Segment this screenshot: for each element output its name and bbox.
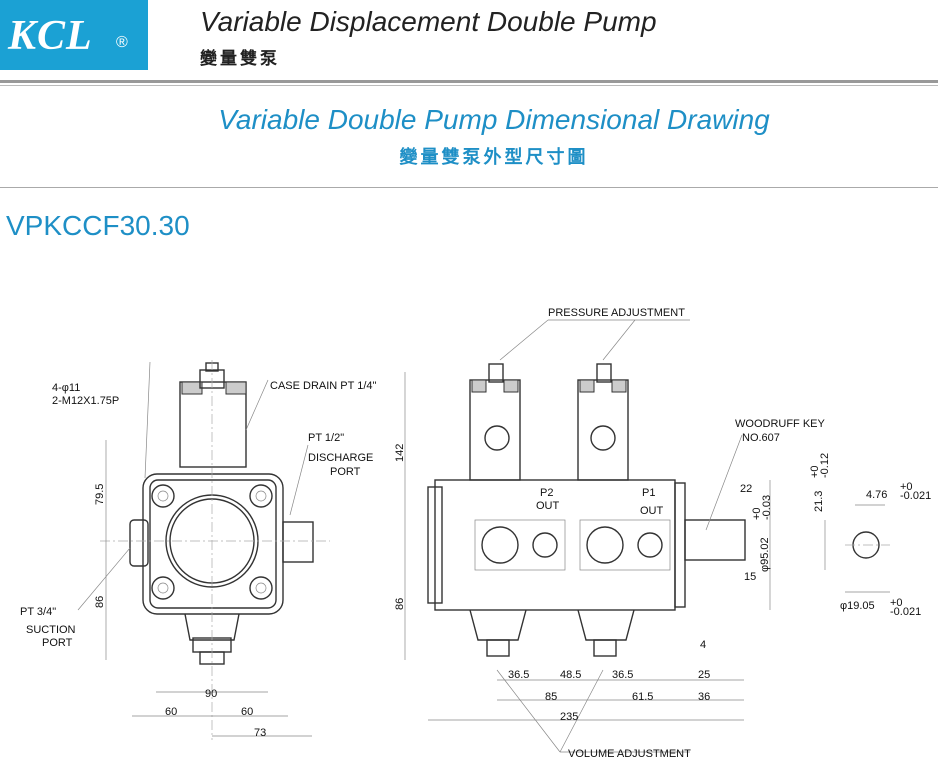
logo-text: KCL [8, 13, 93, 59]
dim-61-5: 61.5 [632, 691, 653, 703]
dim-86: 86 [94, 596, 106, 608]
dim-90: 90 [205, 688, 217, 700]
label-woodruff-no: NO.607 [742, 432, 780, 444]
registered-mark: ® [116, 34, 128, 51]
header-subtitle: 變量雙泵 [200, 49, 280, 69]
label-p1: P1 [642, 487, 655, 499]
dim-48-5: 48.5 [560, 669, 581, 681]
dim-60-left: 60 [165, 706, 177, 718]
divider [0, 187, 938, 188]
side-view: PRESSURE ADJUSTMENT P2 OUT P1 OUT WOODRU… [394, 307, 825, 760]
label-pressure-adjustment: PRESSURE ADJUSTMENT [548, 307, 685, 319]
dim-60-right: 60 [241, 706, 253, 718]
label-suction-port: PORT [42, 637, 73, 649]
label-p2-out: OUT [536, 500, 560, 512]
tol-21-plus: +0 [809, 465, 821, 478]
label-woodruff-key: WOODRUFF KEY [735, 418, 825, 430]
divider [0, 85, 938, 86]
label-suction-size: PT 3/4" [20, 606, 56, 618]
label-discharge: DISCHARGE [308, 452, 373, 464]
dim-142: 142 [394, 444, 406, 462]
dim-85: 85 [545, 691, 557, 703]
dim-86-side: 86 [394, 598, 406, 610]
label-case-drain: CASE DRAIN PT 1/4" [270, 380, 376, 392]
label-volume-adjustment: VOLUME ADJUSTMENT [568, 748, 691, 760]
shaft-section-view: 21.3 +0 -0.12 4.76 +0 -0.021 φ19.05 +0 -… [809, 453, 931, 618]
label-discharge-port: PORT [330, 466, 361, 478]
dim-dia-95-02: φ95.02 [759, 537, 771, 572]
label-discharge-size: PT 1/2" [308, 432, 344, 444]
dim-shaft-dia: φ19.05 [840, 600, 875, 612]
tol-key-plus: +0 [900, 481, 913, 493]
kcl-logo: KCL ® [0, 0, 148, 70]
dim-15: 15 [744, 571, 756, 583]
dim-4: 4 [700, 639, 706, 651]
tol-dia-plus: +0 [890, 597, 903, 609]
dim-73: 73 [254, 727, 266, 739]
tol-95-plus: +0 [751, 507, 763, 520]
dim-79-5: 79.5 [94, 484, 106, 505]
dim-22: 22 [740, 483, 752, 495]
divider [0, 80, 938, 83]
label-thread: 2-M12X1.75P [52, 395, 119, 407]
section-title: Variable Double Pump Dimensional Drawing [218, 104, 770, 135]
label-p2: P2 [540, 487, 553, 499]
dim-235: 235 [560, 711, 578, 723]
tol-dia-minus: -0.021 [890, 606, 921, 618]
tol-95-minus: -0.03 [761, 495, 773, 520]
tol-21-minus: -0.12 [819, 453, 831, 478]
dim-key-width: 4.76 [866, 489, 887, 501]
model-number: VPKCCF30.30 [6, 210, 190, 241]
label-p1-out: OUT [640, 505, 664, 517]
tol-key-minus: -0.021 [900, 490, 931, 502]
dim-36-5-a: 36.5 [508, 669, 529, 681]
dim-36-5-b: 36.5 [612, 669, 633, 681]
dim-25: 25 [698, 669, 710, 681]
front-view: 4-φ11 2-M12X1.75P CASE DRAIN PT 1/4" PT … [20, 360, 376, 740]
header-title: Variable Displacement Double Pump [200, 6, 657, 37]
dimensional-drawing: 4-φ11 2-M12X1.75P CASE DRAIN PT 1/4" PT … [20, 307, 931, 760]
dim-21-3: 21.3 [813, 491, 825, 512]
label-suction: SUCTION [26, 624, 76, 636]
label-holes: 4-φ11 [52, 382, 80, 394]
section-subtitle: 變量雙泵外型尺寸圖 [399, 147, 589, 168]
dim-36: 36 [698, 691, 710, 703]
